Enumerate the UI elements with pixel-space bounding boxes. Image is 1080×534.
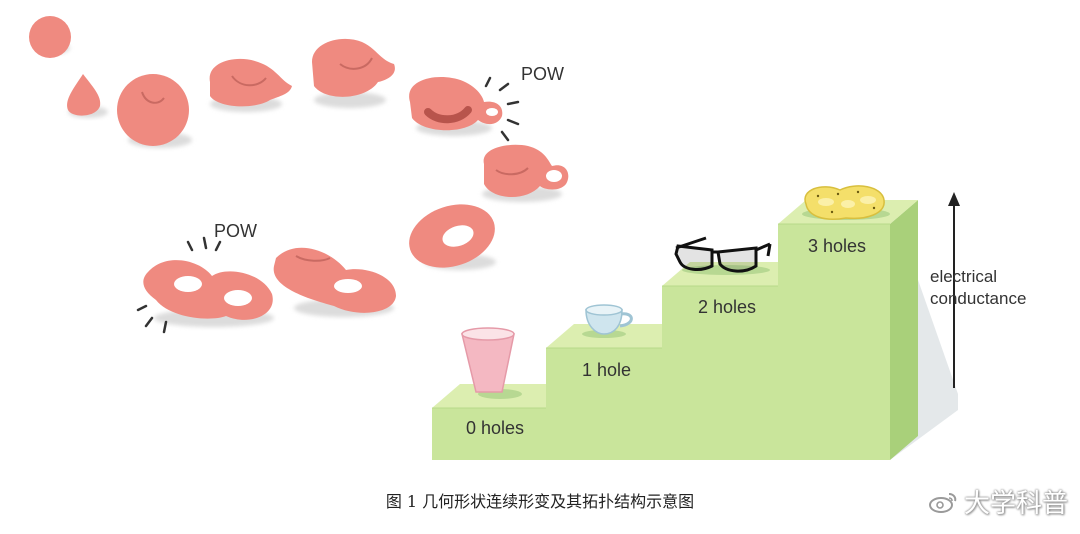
figure-caption: 图 1 几何形状连续形变及其拓扑结构示意图	[385, 492, 695, 511]
pretzel-icon	[802, 185, 890, 220]
blob-dimpled-sphere	[117, 74, 192, 148]
blob-cup-handle-joined	[409, 76, 520, 142]
pow-label-top: POW	[521, 64, 564, 84]
blob-squashed-bump	[209, 58, 292, 112]
blob-small-sphere	[29, 16, 71, 58]
weibo-logo-icon	[928, 492, 957, 513]
step-label-2-holes: 2 holes	[698, 297, 756, 317]
axis-label-conductance: conductance	[930, 289, 1026, 308]
deformation-sequence: POW	[29, 16, 569, 334]
conductance-arrow	[948, 192, 960, 388]
cup-icon	[461, 327, 522, 399]
pow-burst-lines-bottom	[136, 236, 222, 334]
blob-double-torus	[136, 236, 274, 334]
blob-handle-forming	[312, 38, 395, 108]
glasses-icon	[674, 236, 772, 275]
blob-mug	[482, 144, 569, 202]
teacup-icon	[582, 304, 633, 338]
blob-teardrop	[67, 74, 108, 118]
axis-label-electrical: electrical	[930, 267, 997, 286]
pow-burst-lines-top	[484, 76, 520, 142]
staircase: 0 holes 1 hole 2 holes 3 holes	[432, 200, 958, 460]
watermark: 大学科普	[928, 483, 1068, 520]
step-label-0-holes: 0 holes	[466, 418, 524, 438]
step-label-3-holes: 3 holes	[808, 236, 866, 256]
blob-stretched-torus	[273, 247, 396, 317]
watermark-text: 大学科普	[963, 489, 1068, 519]
blob-donut	[409, 204, 496, 270]
pow-label-bottom: POW	[214, 221, 257, 241]
step-label-1-hole: 1 hole	[582, 360, 631, 380]
